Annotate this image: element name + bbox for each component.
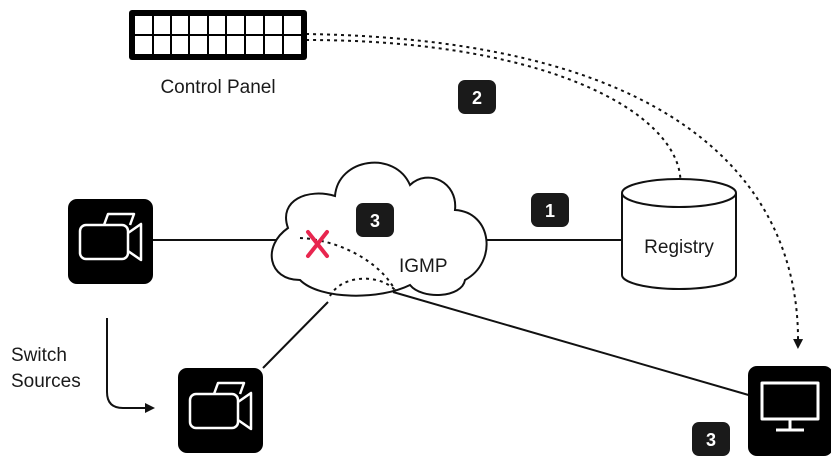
video-camera-icon[interactable] (68, 199, 153, 284)
dotted-new-stream-path (329, 277, 396, 297)
monitor-icon[interactable] (748, 366, 831, 456)
step-badge-1: 1 (531, 193, 569, 227)
dotted-flow-panel-to-display (305, 33, 804, 349)
switch-sources-arrow (106, 318, 155, 413)
link-cloud-display (392, 291, 753, 397)
control-panel-label: Control Panel (160, 77, 275, 98)
svg-text:3: 3 (370, 211, 380, 231)
link-camera2-cloud (262, 301, 329, 369)
igmp-label: IGMP (399, 256, 448, 277)
switch-sources-label-line1: Switch (11, 345, 67, 366)
switch-sources-label-line2: Sources (11, 371, 81, 392)
svg-text:3: 3 (706, 430, 716, 450)
step-badge-2: 2 (458, 80, 496, 114)
registry-label: Registry (644, 237, 714, 258)
step-badge-3-display: 3 (692, 422, 730, 456)
svg-text:2: 2 (472, 88, 482, 108)
svg-text:1: 1 (545, 201, 555, 221)
video-camera-icon[interactable] (178, 368, 263, 453)
x-cross-icon (306, 230, 329, 258)
step-badge-3-cloud: 3 (356, 203, 394, 237)
button-grid-icon[interactable] (129, 10, 307, 60)
database-cylinder-icon (621, 178, 737, 290)
